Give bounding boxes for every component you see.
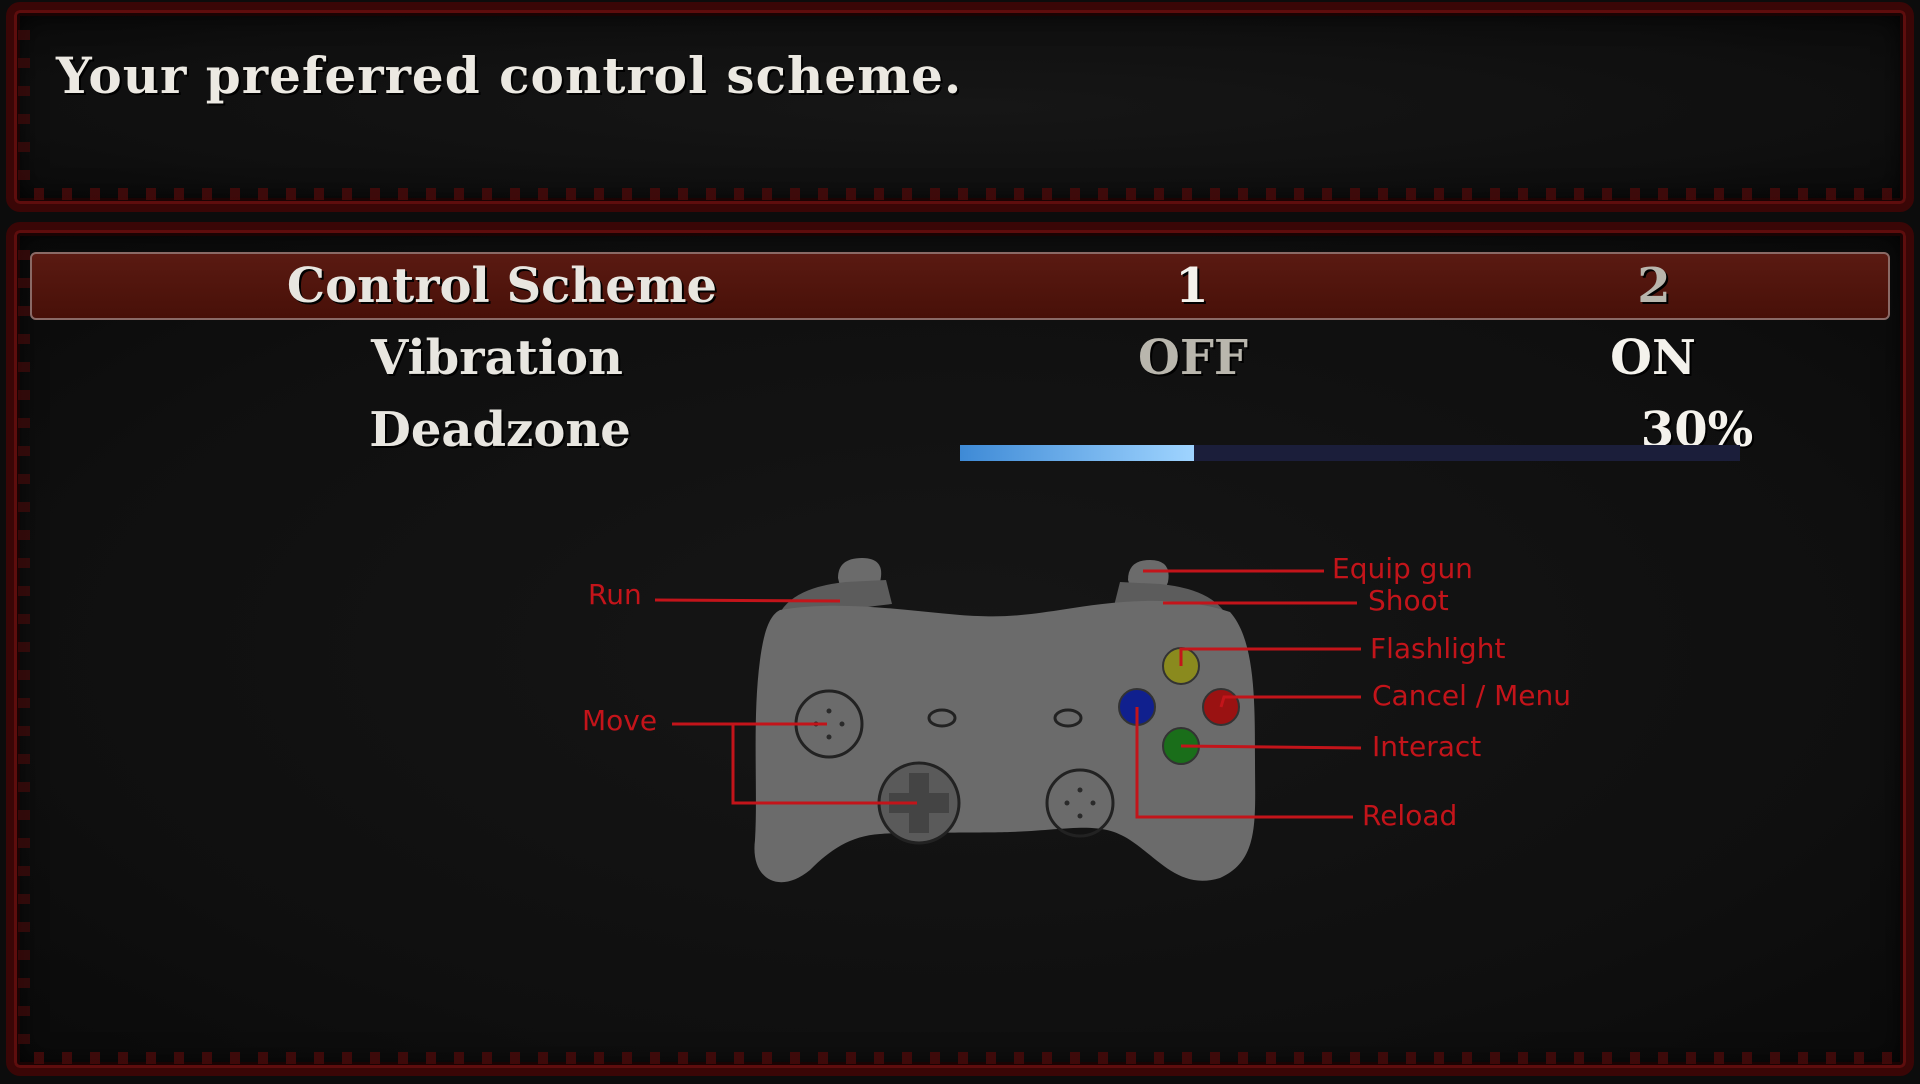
help-panel: Your preferred control scheme. bbox=[6, 2, 1914, 212]
option-label-vibration: Vibration bbox=[371, 330, 623, 386]
option-label-deadzone: Deadzone bbox=[369, 402, 631, 458]
control-scheme-option-2[interactable]: 2 bbox=[1637, 258, 1671, 314]
callout-reload: Reload bbox=[1362, 799, 1458, 832]
callout-cancel-menu: Cancel / Menu bbox=[1372, 679, 1571, 712]
vibration-option-off[interactable]: OFF bbox=[1138, 330, 1248, 386]
callout-interact: Interact bbox=[1372, 730, 1482, 763]
callout-equip-gun: Equip gun bbox=[1332, 552, 1473, 585]
option-label-control-scheme: Control Scheme bbox=[286, 258, 718, 314]
deadzone-slider[interactable] bbox=[960, 445, 1740, 461]
option-row-control-scheme[interactable]: Control Scheme 1 2 bbox=[30, 252, 1890, 320]
deadzone-slider-fill bbox=[960, 445, 1194, 461]
help-text: Your preferred control scheme. bbox=[56, 46, 963, 105]
callout-run: Run bbox=[588, 578, 642, 611]
gamepad-icon bbox=[754, 558, 1256, 883]
callout-lines bbox=[654, 569, 1362, 819]
option-row-deadzone[interactable]: Deadzone 30% bbox=[30, 396, 1890, 464]
callout-flashlight: Flashlight bbox=[1370, 632, 1506, 665]
callout-move: Move bbox=[582, 704, 658, 737]
callout-shoot: Shoot bbox=[1368, 584, 1449, 617]
vibration-option-on[interactable]: ON bbox=[1610, 330, 1696, 386]
option-row-vibration[interactable]: Vibration OFF ON bbox=[30, 324, 1890, 392]
control-scheme-option-1[interactable]: 1 bbox=[1175, 258, 1209, 314]
